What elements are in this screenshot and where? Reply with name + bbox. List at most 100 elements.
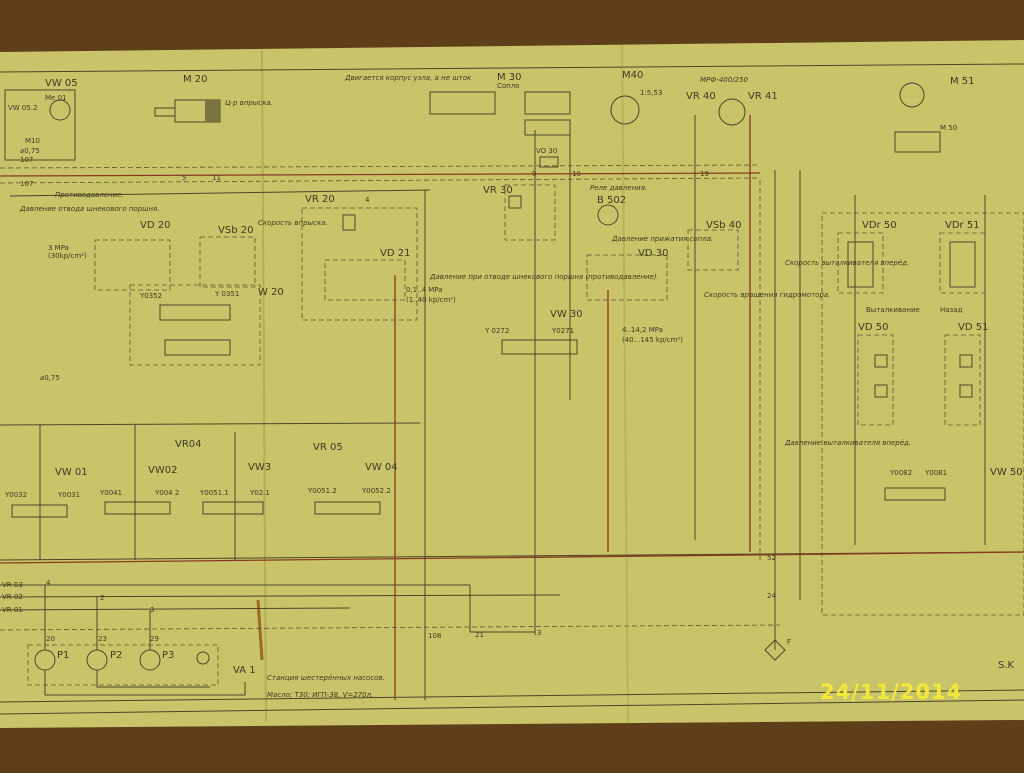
schematic-label: VR 20 bbox=[305, 194, 335, 205]
schematic-label: Me 01 bbox=[45, 94, 66, 102]
schematic-label: 4..14,2 MPa bbox=[622, 326, 663, 334]
label-vw05: VW 05 bbox=[45, 78, 78, 89]
schematic-label: P3 bbox=[162, 650, 174, 661]
schematic-label: Масло; Т30; ИГП-38, V=270л. bbox=[267, 691, 373, 699]
schematic-label: M40 bbox=[622, 70, 643, 81]
schematic-label: Y0051.2 bbox=[307, 487, 337, 495]
schematic-label: 4 bbox=[365, 196, 370, 204]
schematic-label: Ц-р впрыска. bbox=[225, 99, 273, 107]
schematic-label: VD 21 bbox=[380, 248, 410, 259]
schematic-label: W 20 bbox=[258, 287, 284, 298]
schematic-label: Y0082 bbox=[889, 469, 912, 477]
schematic-label: Y0051.1 bbox=[199, 489, 229, 497]
schematic-label: M 30 bbox=[497, 72, 522, 83]
schematic-label: Y0032 bbox=[4, 491, 27, 499]
schematic-label: VW 30 bbox=[550, 309, 583, 320]
schematic-label: Давление отвода шнекового поршня. bbox=[19, 205, 160, 213]
schematic-label: 108 bbox=[428, 632, 441, 640]
schematic-label: VR 05 bbox=[313, 442, 343, 453]
schematic-label: VW 50 bbox=[990, 467, 1023, 478]
schematic-label: 19 bbox=[700, 170, 709, 178]
schematic-label: VR 40 bbox=[686, 91, 716, 102]
schematic-label: Y0271 bbox=[551, 327, 574, 335]
schematic-label: 3 bbox=[150, 606, 154, 614]
schematic-label: Y 0351 bbox=[214, 290, 239, 298]
schematic-label: 4 bbox=[46, 579, 51, 587]
schematic-label: 5 bbox=[182, 174, 186, 182]
schematic-label: Скорость вращения гидромотора. bbox=[704, 291, 830, 299]
paper-fold bbox=[261, 49, 267, 723]
schematic-label: VSb 40 bbox=[706, 220, 741, 231]
labels: VW 05 VW 05.2 Me 01 M10 ⌀0,75 M 20 Ц-р в… bbox=[2, 70, 1023, 699]
schematic-label: B 502 bbox=[597, 195, 626, 206]
label-m20: M 20 bbox=[183, 74, 208, 85]
schematic-label: VD 50 bbox=[858, 322, 888, 333]
schematic-label: VR 03 bbox=[2, 581, 23, 589]
date-stamp: 24/11/2014 bbox=[820, 680, 963, 704]
schematic-label: VA 1 bbox=[233, 665, 256, 676]
schematic-label: Станция шестерённых насосов. bbox=[267, 674, 385, 682]
schematic-label: 11 bbox=[212, 174, 221, 182]
filter-symbol bbox=[764, 639, 786, 661]
schematic-label: VD 51 bbox=[958, 322, 988, 333]
schematic-label: 10 bbox=[572, 170, 581, 178]
schematic-label: 3 MPa bbox=[48, 244, 69, 252]
schematic-label: Y0041 bbox=[99, 489, 122, 497]
schematic-label: Скорость впрыска. bbox=[258, 219, 328, 227]
schematic-label: Реле давления. bbox=[590, 184, 647, 192]
schematic-label: 52 bbox=[767, 554, 776, 562]
schematic-label: Y 0272 bbox=[484, 327, 509, 335]
schematic-label: M 51 bbox=[950, 76, 975, 87]
frame-lines bbox=[0, 63, 1024, 715]
schematic-label: Y0031 bbox=[57, 491, 80, 499]
schematic-label: Противодавление. bbox=[55, 191, 124, 199]
schematic-label: P2 bbox=[110, 650, 122, 661]
schematic-label: Y004 2 bbox=[154, 489, 179, 497]
schematic-label: 20 bbox=[46, 635, 55, 643]
schematic-label: Y0052.2 bbox=[361, 487, 391, 495]
schematic-label: Скорость выталкивателя вперёд. bbox=[785, 259, 909, 267]
schematic-label: S.K bbox=[998, 660, 1015, 671]
schematic-label: 9 bbox=[532, 170, 536, 178]
schematic-label: (30kp/cm²) bbox=[48, 252, 87, 260]
schematic-label: 24 bbox=[767, 592, 776, 600]
paper-fold bbox=[621, 44, 629, 723]
schematic-label: Y0081 bbox=[924, 469, 947, 477]
schematic-label: Выталкивание bbox=[866, 306, 920, 314]
schematic-label: VW 04 bbox=[365, 462, 398, 473]
paper-sheet bbox=[0, 40, 1024, 728]
schematic-label: M10 bbox=[25, 137, 40, 145]
schematic-label: VR04 bbox=[175, 439, 202, 450]
schematic-label: ⌀0,75 bbox=[20, 147, 40, 155]
schematic-label: VW02 bbox=[148, 465, 177, 476]
schematic-label: VD 30 bbox=[638, 248, 668, 259]
schematic-label: Двигается корпус узла, а не шток bbox=[344, 74, 472, 82]
schematic-label: (40...145 kp/cm²) bbox=[622, 336, 683, 344]
schematic-label: Сопло bbox=[497, 82, 520, 90]
schematic-label: 21 bbox=[475, 631, 484, 639]
schematic-label: VR 41 bbox=[748, 91, 778, 102]
schematic-label: Давление прижатия сопла. bbox=[611, 235, 713, 243]
schematic-label: VSb 20 bbox=[218, 225, 253, 236]
schematic-label: Y0352 bbox=[139, 292, 162, 300]
schematic-label: 107 bbox=[20, 180, 33, 188]
schematic-label: ⌀0,75 bbox=[40, 374, 60, 382]
schematic-label: 2 bbox=[100, 594, 104, 602]
component-boxes bbox=[4, 82, 986, 696]
schematic-label: VD 20 bbox=[140, 220, 170, 231]
schematic-label: Давление при отводе шнекового поршня (пр… bbox=[429, 273, 659, 281]
schematic-label: VDr 51 bbox=[945, 220, 980, 231]
schematic-label: VW 05.2 bbox=[8, 104, 38, 112]
schematic-label: P1 bbox=[57, 650, 69, 661]
paper-tear bbox=[256, 599, 264, 661]
schematic-label: Назад bbox=[940, 306, 963, 314]
schematic-label: 107 bbox=[20, 156, 33, 164]
schematic-label: 3 bbox=[537, 629, 541, 637]
schematic-label: 0,1..4 MPa bbox=[406, 286, 443, 294]
schematic-label: Давление выталкивателя вперёд. bbox=[784, 439, 911, 447]
schematic-label: 1:5,53 bbox=[640, 89, 662, 97]
schematic-label: VDr 50 bbox=[862, 220, 897, 231]
schematic-label: VR 02 bbox=[2, 593, 23, 601]
